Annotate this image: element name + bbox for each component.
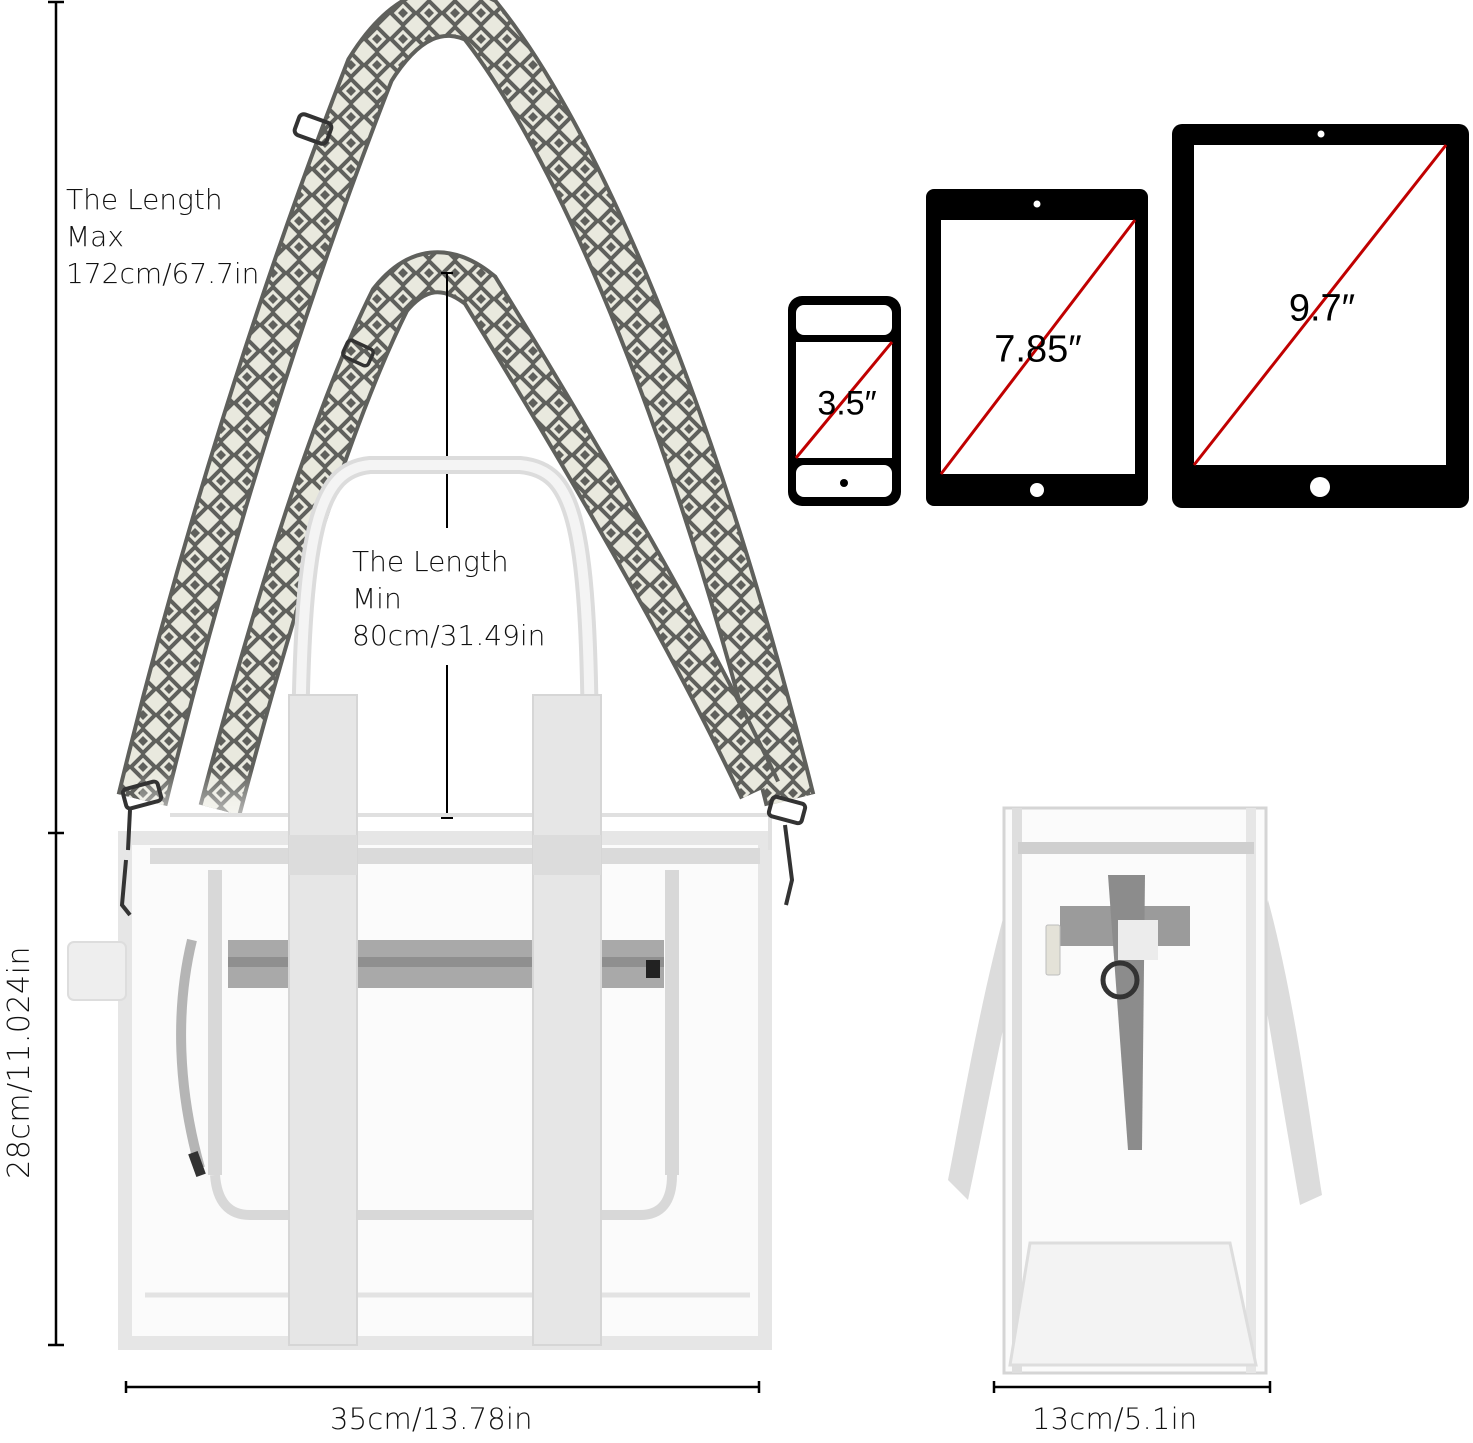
min-length-value: 80cm/31.49in <box>352 618 546 652</box>
phone-size-label: 3.5″ <box>817 384 877 423</box>
width-label: 35cm/13.78in <box>330 1402 533 1436</box>
side-tab <box>67 941 127 1001</box>
small-tablet-size-label: 7.85″ <box>994 328 1082 371</box>
strap-buckle-icon <box>292 112 334 146</box>
max-length-line1: The Length <box>66 183 223 216</box>
max-length-value: 172cm/67.7in <box>66 256 260 290</box>
zipper-pull-icon <box>646 960 660 978</box>
height-label: 28cm/11.024in <box>2 946 37 1179</box>
clasp-icon <box>119 779 808 917</box>
max-length-line2: Max <box>66 219 124 253</box>
phone-icon <box>788 296 901 506</box>
large-tablet-icon <box>1172 124 1469 508</box>
depth-label: 13cm/5.1in <box>1032 1402 1198 1436</box>
small-tablet-icon <box>926 189 1148 506</box>
bag-front-view <box>67 456 808 1350</box>
min-length-label: The Length Min 80cm/31.49in <box>352 544 545 655</box>
large-tablet-size-label: 9.7″ <box>1288 287 1356 330</box>
max-length-label: The Length Max 172cm/67.7in <box>66 182 259 293</box>
height-dimension-line <box>48 0 64 1347</box>
width-dimension-line <box>124 1381 761 1393</box>
min-length-measure <box>441 272 453 819</box>
depth-dimension-line <box>992 1381 1272 1393</box>
min-length-line1: The Length <box>352 545 509 578</box>
bag-side-view <box>948 806 1322 1375</box>
long-strap <box>116 0 816 807</box>
d-ring-icon <box>1100 960 1140 1000</box>
min-length-line2: Min <box>352 581 402 615</box>
